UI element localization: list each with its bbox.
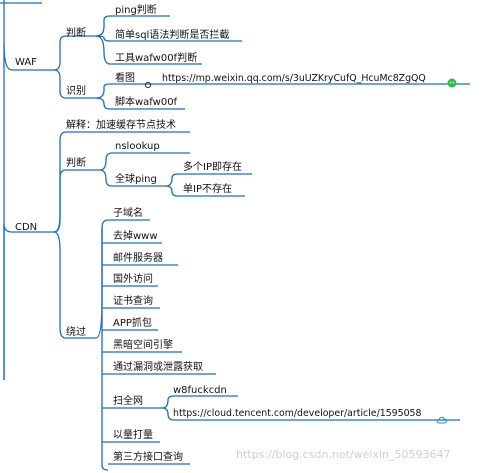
waf-identify-url[interactable]: https://mp.weixin.qq.com/s/3uUZKryCufQ_H… xyxy=(162,73,426,84)
bypass-item: 通过漏洞或泄露获取 xyxy=(113,362,203,373)
wechat-icon xyxy=(447,73,457,88)
waf-node: WAF xyxy=(15,57,37,68)
cdn-judge-global-ping: 全球ping xyxy=(115,174,157,185)
cdn-explain: 解释：加速缓存节点技术 xyxy=(66,120,176,131)
waf-judge-tool: 工具wafw00f判断 xyxy=(115,53,198,64)
cdn-ping-multi-ip: 多个IP即存在 xyxy=(183,162,242,173)
bypass-item: 以量打量 xyxy=(113,430,153,441)
bypass-item: 国外访问 xyxy=(113,274,153,285)
bypass-item: 证书查询 xyxy=(113,296,153,307)
waf-judge-sql: 简单sql语法判断是否拦截 xyxy=(115,30,230,41)
cdn-judge-nslookup: nslookup xyxy=(115,141,160,152)
waf-judge-ping: ping判断 xyxy=(115,5,157,16)
cdn-judge-node: 判断 xyxy=(66,158,86,169)
cdn-ping-single-ip: 单IP不存在 xyxy=(183,184,232,195)
cdn-bypass-node: 绕过 xyxy=(66,327,86,338)
bypass-scan-tool: w8fuckcdn xyxy=(173,385,227,396)
link-icon[interactable] xyxy=(144,74,152,89)
bypass-item: 邮件服务器 xyxy=(113,253,163,264)
cdn-node: CDN xyxy=(15,222,38,233)
bypass-item: 子域名 xyxy=(113,208,143,219)
waf-judge-node: 判断 xyxy=(66,28,86,39)
bypass-scan-url[interactable]: https://cloud.tencent.com/developer/arti… xyxy=(173,408,422,419)
waf-identify-node: 识别 xyxy=(66,86,86,97)
watermark: https://blog.csdn.net/weixin_50593647 xyxy=(236,448,451,461)
waf-identify-script: 脚本wafw00f xyxy=(115,97,178,108)
cloud-link-icon xyxy=(436,409,447,424)
bypass-item: 第三方接口查询 xyxy=(113,452,183,463)
bypass-item: APP抓包 xyxy=(113,318,152,329)
bypass-item: 去掉www xyxy=(113,231,158,242)
bypass-scan-node: 扫全网 xyxy=(113,396,143,407)
waf-identify-look: 看图 xyxy=(115,73,135,84)
bypass-item: 黑暗空间引擎 xyxy=(113,340,173,351)
